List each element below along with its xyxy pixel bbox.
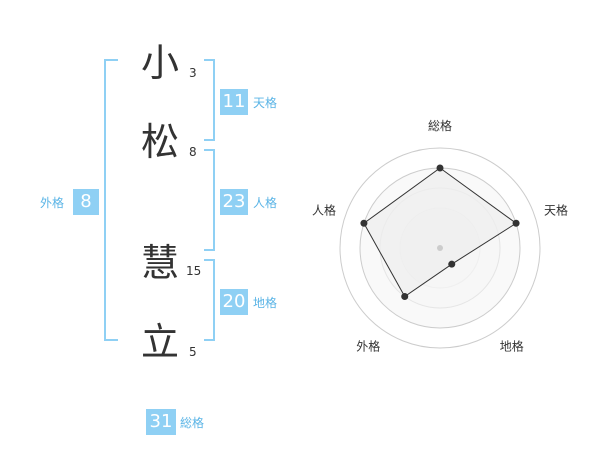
stroke-count-1: 3	[189, 66, 197, 80]
radar-data-polygon	[363, 167, 517, 298]
radar-point-4	[401, 293, 409, 301]
soukaku-label: 総格	[180, 416, 205, 430]
chikaku-label: 地格	[253, 296, 278, 310]
tenkaku-value-badge: 11	[220, 89, 248, 115]
gaikaku-label: 外格	[40, 196, 65, 210]
soukaku-value-badge: 31	[146, 409, 176, 435]
tenkaku-label: 天格	[253, 96, 278, 110]
name-char-1: 小	[140, 41, 179, 85]
radar-axis-label-3: 地格	[500, 339, 524, 354]
stroke-count-4: 5	[189, 345, 197, 359]
name-char-3: 慧	[140, 241, 179, 285]
radar-point-2	[512, 219, 520, 227]
radar-axis-label-4: 外格	[356, 339, 380, 354]
radar-axis-label-2: 天格	[544, 202, 568, 217]
radar-center-point	[437, 245, 443, 251]
stroke-count-3: 15	[186, 264, 202, 278]
radar-axis-label-5: 人格	[312, 202, 336, 217]
gaikaku-value-badge: 8	[73, 189, 99, 215]
radar-axis-label-1: 総格	[428, 118, 452, 133]
radar-point-3	[448, 260, 456, 268]
jinkaku-value-badge: 23	[220, 189, 248, 215]
radar-ring-outer	[339, 147, 541, 349]
chikaku-value-badge: 20	[220, 289, 248, 315]
radar-point-1	[436, 164, 444, 172]
name-char-2: 松	[140, 120, 179, 164]
jinkaku-label: 人格	[253, 196, 278, 210]
name-char-4: 立	[140, 320, 179, 364]
radar-point-5	[360, 219, 368, 227]
stroke-count-2: 8	[189, 145, 197, 159]
